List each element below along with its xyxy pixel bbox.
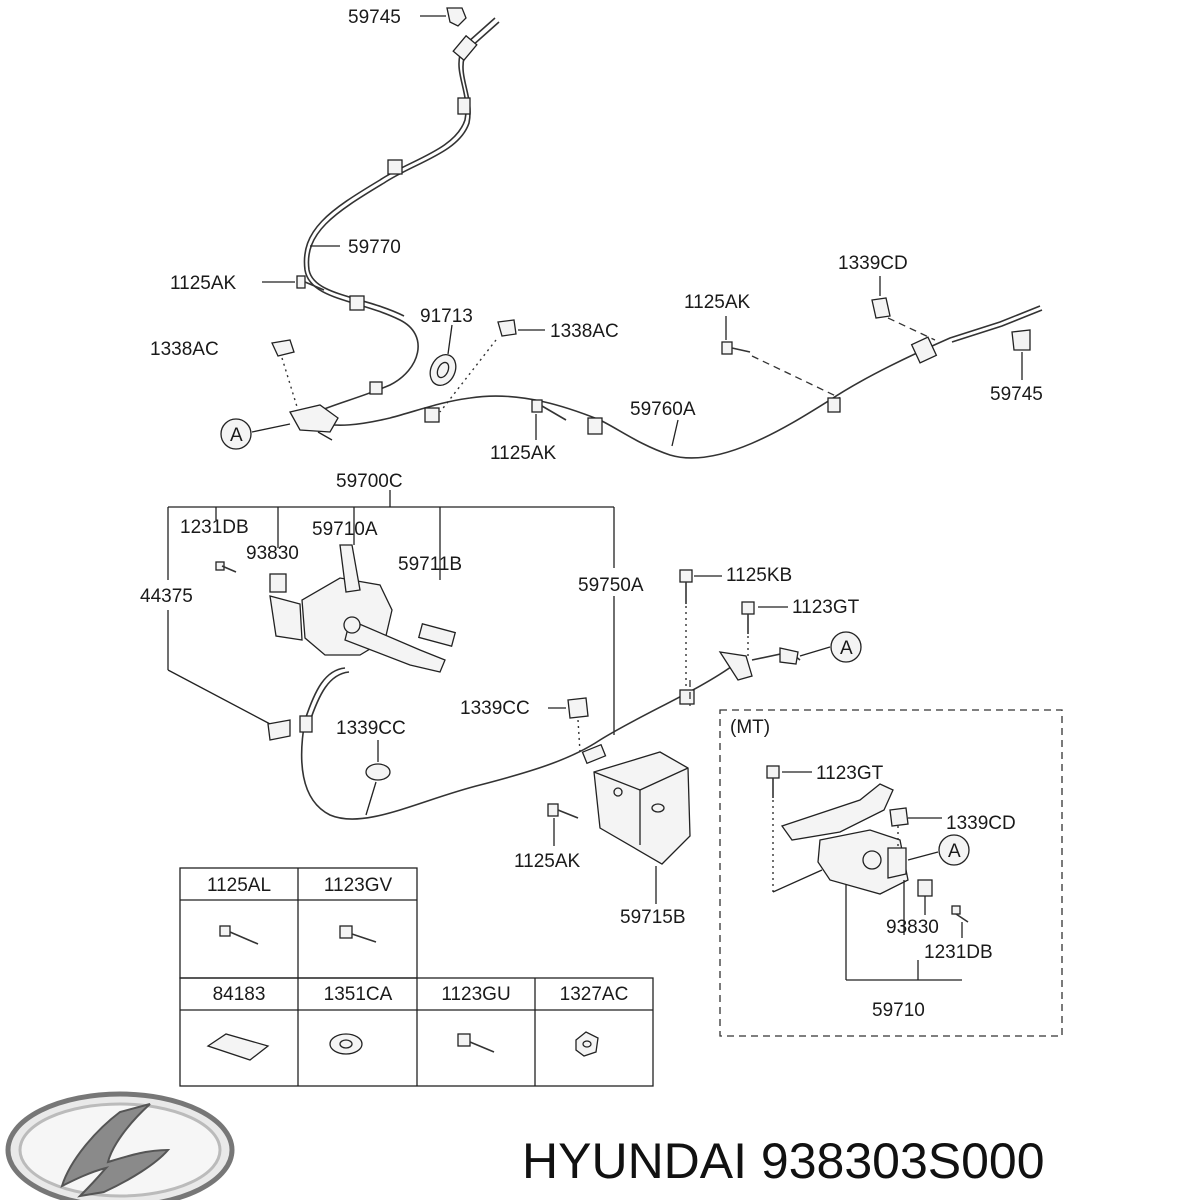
pad-84183-icon: [206, 1033, 270, 1061]
leader-59760a: [671, 419, 679, 447]
bracket-59715b: [593, 751, 691, 904]
label-59715b: 59715B: [620, 907, 686, 928]
label-mt-title: (MT): [730, 717, 770, 738]
brand-caption: HYUNDAI 938303S000: [522, 1133, 1045, 1189]
mt-ref-a-marker: [907, 834, 970, 866]
ref-a-mid-marker: [799, 631, 862, 663]
label-59710a: 59710A: [312, 519, 378, 540]
nut-1339cc-right: [548, 697, 589, 753]
bolt-1125ak-c: [531, 399, 567, 440]
parts-table: [179, 867, 654, 1087]
mt-bolt-1231db: [951, 905, 969, 938]
mt-switch-93830: [917, 879, 933, 915]
label-93830-mt: 93830: [886, 917, 939, 938]
label-1339cd-top: 1339CD: [838, 253, 908, 274]
label-1123gt-top: 1123GT: [792, 597, 860, 618]
bolt-1123gv-icon: [339, 925, 377, 943]
label-91713: 91713: [420, 306, 473, 327]
label-ref-a-mt: A: [948, 841, 961, 862]
nut-1338ac-right: [439, 319, 545, 413]
bolt-1231db-top: [215, 561, 237, 573]
label-1123gt-mt: 1123GT: [816, 763, 884, 784]
hyundai-logo-icon: [5, 1091, 235, 1200]
grommet-91713: [429, 324, 457, 387]
ref-a-left-marker: [220, 418, 291, 450]
rear-cable-left: [303, 7, 500, 416]
label-1338ac-right: 1338AC: [550, 321, 619, 342]
rear-cable-right: [289, 305, 1043, 459]
table-cell-label: 1125AL: [207, 875, 271, 896]
label-59710: 59710: [872, 1000, 925, 1021]
table-cell-label: 1327AC: [560, 984, 629, 1005]
bolt-1125ak-b: [721, 316, 841, 399]
table-cell-label: 84183: [213, 984, 266, 1005]
parking-lever-59710a: [269, 544, 457, 673]
label-44375: 44375: [140, 586, 193, 607]
label-59760a: 59760A: [630, 399, 696, 420]
label-93830-top: 93830: [246, 543, 299, 564]
label-1339cc-left: 1339CC: [336, 718, 406, 739]
label-1339cd-mt: 1339CD: [946, 813, 1016, 834]
label-59711b: 59711B: [398, 554, 462, 575]
label-1125ak-c: 1125AK: [490, 443, 557, 464]
label-1125ak-d: 1125AK: [514, 851, 581, 872]
table-cell-label: 1123GV: [324, 875, 393, 896]
switch-93830-top: [269, 573, 287, 593]
nut-1339cc-left: [365, 740, 391, 816]
label-59745-right: 59745: [990, 384, 1043, 405]
bolt-1125kb: [679, 569, 722, 690]
table-cell-label: 1351CA: [324, 984, 393, 1005]
label-1339cc-right: 1339CC: [460, 698, 530, 719]
mt-nut-1339cd: [889, 807, 942, 848]
label-ref-a-mid: A: [840, 638, 853, 659]
clip-44375: [267, 719, 291, 741]
mt-inset-box: [719, 709, 1063, 1037]
bolt-1125ak-d: [547, 803, 579, 846]
label-59770: 59770: [348, 237, 401, 258]
label-59745-top: 59745: [348, 7, 401, 28]
nut-1339cd-top: [871, 276, 936, 341]
bolt-1123gt-top: [741, 601, 788, 660]
label-59700c: 59700C: [336, 471, 403, 492]
parts-table-labels: 1125AL 1123GV 84183 1351CA 1123GU 1327AC: [207, 875, 628, 1005]
label-ref-a-left: A: [230, 425, 243, 446]
front-cable-59750a: [299, 647, 801, 820]
table-cell-label: 1123GU: [441, 984, 510, 1005]
mt-bolt-1123gt: [766, 765, 823, 893]
callout-labels: 59745 59770 1125AK 91713 1338AC 1338AC 1…: [140, 7, 1043, 1021]
bolt-1125ak-a: [262, 275, 325, 291]
label-1231db-top: 1231DB: [180, 517, 249, 538]
mt-lever-59710: [780, 783, 962, 981]
label-1338ac-left: 1338AC: [150, 339, 219, 360]
bolt-1123gu-icon: [457, 1033, 495, 1053]
washer-1351ca-icon: [329, 1033, 363, 1055]
bracket-59700c: [167, 490, 615, 735]
label-1125ak-b: 1125AK: [684, 292, 751, 313]
nut-1327ac-icon: [575, 1031, 599, 1057]
label-59750a: 59750A: [578, 575, 644, 596]
bolt-1125al-icon: [219, 925, 259, 945]
label-1231db-mt: 1231DB: [924, 942, 993, 963]
label-1125kb: 1125KB: [726, 565, 792, 586]
nut-1338ac-left: [271, 339, 299, 411]
label-1125ak-a: 1125AK: [170, 273, 237, 294]
